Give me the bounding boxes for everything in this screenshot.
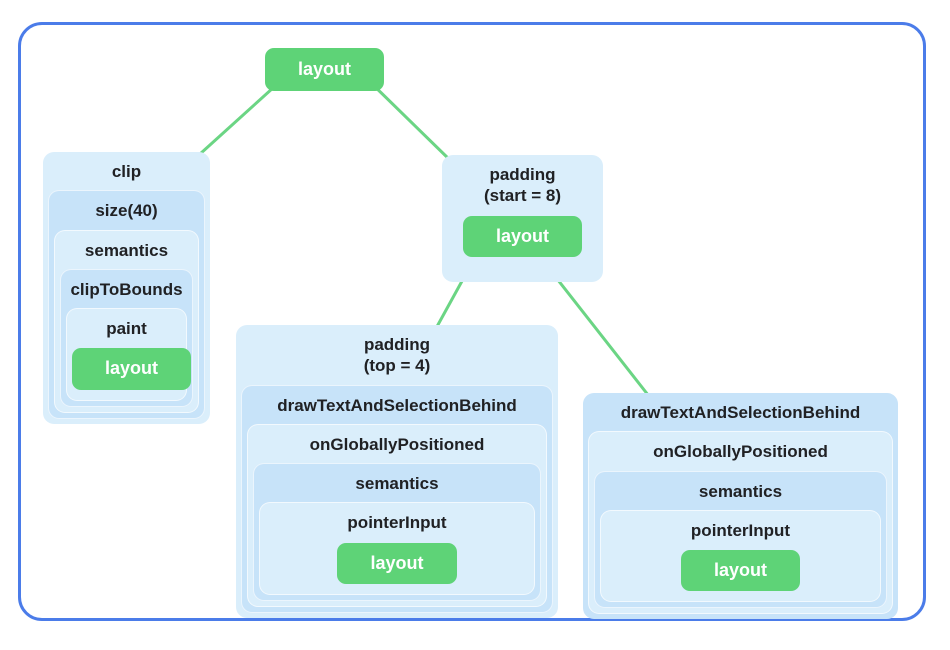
tree-edge-1: [364, 76, 454, 164]
clip-chain-layout-node: layout: [72, 348, 192, 390]
modifier-box-drawtextandselectionbehind: drawTextAndSelectionBehind onGloballyPosi…: [583, 393, 898, 620]
modifier-box-semantics: semantics pointerInput layout: [594, 470, 887, 609]
modifier-label-ongloballypositioned: onGloballyPositioned: [653, 442, 828, 462]
modifier-label-ongloballypositioned: onGloballyPositioned: [309, 434, 485, 454]
modifier-box-pointerinput: pointerInput layout: [259, 502, 535, 595]
modifier-box-ongloballypositioned: onGloballyPositioned semantics pointerInpu…: [588, 431, 893, 615]
modifier-label-paint: paint: [106, 319, 147, 338]
modifier-label-pointerinput: pointerInput: [347, 513, 447, 533]
modifier-box-size-40: size(40) semantics clipToBounds paint layout: [48, 190, 205, 419]
modifier-box-semantics: semantics clipToBounds paint layout: [54, 229, 199, 413]
modifier-box-paint: paint layout: [66, 308, 192, 401]
modifier-label-drawtextandselectionbehind: drawTextAndSelectionBehind: [277, 395, 517, 415]
modifier-label-semantics: semantics: [698, 481, 783, 501]
modifier-box-semantics: semantics pointerInput layout: [253, 463, 541, 601]
tree-edge-0: [198, 76, 286, 156]
draw-text-chain-layout-node: layout: [680, 550, 800, 592]
modifier-box-cliptobounds: clipToBounds paint layout: [60, 268, 193, 407]
modifier-label-padding: padding (top = 4): [363, 335, 431, 376]
modifier-label-padding: padding (start = 8): [484, 165, 561, 206]
modifier-box-drawtextandselectionbehind: drawTextAndSelectionBehind onGloballyPosi…: [241, 384, 553, 613]
modifier-box-padding: padding (top = 4) drawTextAndSelectionBeh…: [236, 325, 558, 618]
padding-start-chain-layout-node: layout: [462, 215, 582, 257]
root-layout-node: layout: [265, 48, 385, 92]
modifier-label-drawtextandselectionbehind: drawTextAndSelectionBehind: [620, 403, 861, 422]
modifier-label-clip: clip: [111, 162, 142, 181]
padding-top-chain-layout-node: layout: [337, 542, 457, 584]
modifier-box-clip: clip size(40) semantics clipToBounds paint la…: [43, 152, 210, 424]
modifier-label-pointerinput: pointerInput: [690, 520, 791, 540]
diagram-frame: [18, 22, 926, 621]
modifier-box-ongloballypositioned: onGloballyPositioned semantics pointerInpu…: [247, 423, 547, 607]
modifier-label-cliptobounds: clipToBounds: [70, 279, 183, 299]
modifier-box-padding: padding (start = 8) layout: [442, 155, 603, 282]
modifier-label-size-40: size(40): [95, 201, 158, 221]
modifier-box-pointerinput: pointerInput layout: [600, 509, 881, 603]
modifier-label-semantics: semantics: [355, 474, 439, 493]
modifier-label-semantics: semantics: [84, 240, 169, 260]
